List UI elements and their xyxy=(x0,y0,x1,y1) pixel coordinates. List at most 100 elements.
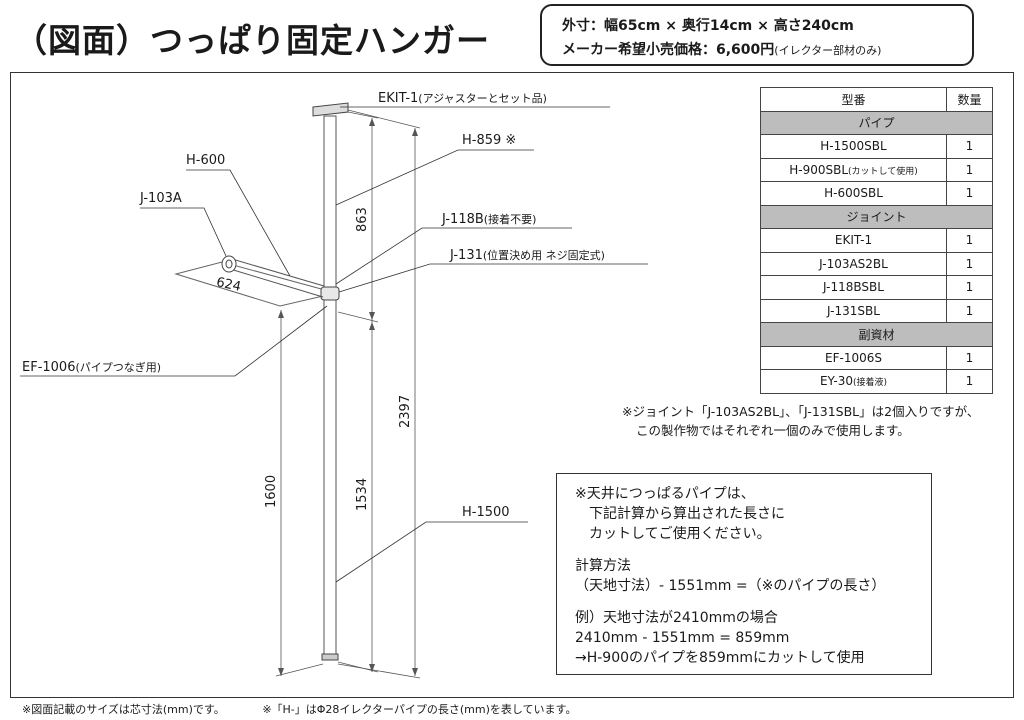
label-h859: H-859 ※ xyxy=(462,133,517,148)
arm-pipe-top xyxy=(231,258,325,287)
table-note-line2: この製作物ではそれぞれ一個のみで使用します。 xyxy=(636,423,910,438)
table-cell-qty: 1 xyxy=(946,345,993,370)
table-row: J-131SBL 1 xyxy=(760,298,993,323)
table-category: ジョイント xyxy=(760,204,993,229)
table-cell-qty: 1 xyxy=(946,298,993,323)
calc-line2: 下記計算から算出された長さに xyxy=(589,506,785,522)
table-cell-qty: 1 xyxy=(946,181,993,206)
leader-j103a xyxy=(140,207,227,257)
dim-2397: 2397 xyxy=(398,394,413,428)
model-text: J-118BSBL xyxy=(823,280,884,295)
table-category-row: 副資材 xyxy=(760,322,993,347)
calc-gap xyxy=(575,596,931,608)
table-cell-qty: 1 xyxy=(946,275,993,300)
leader-ef1006 xyxy=(20,305,328,377)
table-row: EY-30(接着液)1 xyxy=(760,369,993,394)
table-cell-qty: 1 xyxy=(946,157,993,182)
table-cell-model: EY-30(接着液) xyxy=(760,369,947,394)
label-ef1006: EF-1006(パイプつなぎ用) xyxy=(22,359,161,375)
table-cell-model: H-600SBL xyxy=(760,181,947,206)
dim863-ext-bot xyxy=(337,311,379,323)
table-cell-model: H-900SBL(カットして使用) xyxy=(760,157,947,182)
table-header-row: 型番 数量 xyxy=(760,87,993,112)
pipe-lower xyxy=(323,297,337,655)
table-cell-model: EF-1006S xyxy=(760,345,947,370)
table-cell-model: EKIT-1 xyxy=(760,228,947,253)
spec-price-note: (イレクター部材のみ) xyxy=(774,44,882,57)
table-cell-qty: 1 xyxy=(946,369,993,394)
label-ekit: EKIT-1(アジャスターとセット品) xyxy=(378,90,547,106)
table-row: EKIT-1 1 xyxy=(760,228,993,253)
model-text: EY-30 xyxy=(819,374,854,389)
spec-price-value: メーカー希望小売価格：6,600円 xyxy=(562,42,775,58)
table-cell-model: J-118BSBL xyxy=(760,275,947,300)
leader-h600 xyxy=(186,169,291,277)
table-cell-model: J-103AS2BL xyxy=(760,251,947,276)
label-j131: J-131(位置決め用 ネジ固定式) xyxy=(450,247,605,263)
calc-gap xyxy=(575,544,931,556)
table-category-row: ジョイント xyxy=(760,204,993,229)
table-row: J-118BSBL 1 xyxy=(760,275,993,300)
dim-863: 863 xyxy=(355,207,370,232)
table-row: EF-1006S 1 xyxy=(760,345,993,370)
calc-line3: カットしてご使用ください。 xyxy=(589,526,771,542)
dim-1600: 1600 xyxy=(264,474,279,508)
table-cell-qty: 1 xyxy=(946,228,993,253)
label-h1500: H-1500 xyxy=(462,505,510,520)
page-title: （図面）つっぱり固定ハンガー xyxy=(14,21,490,60)
footer-note2: ※「H-」はΦ28イレクターパイプの長さ(mm)を表しています。 xyxy=(262,703,577,716)
pipe-upper xyxy=(323,115,337,293)
model-text: J-103AS2BL xyxy=(819,256,888,271)
table-header-qty: 数量 xyxy=(946,87,993,112)
label-h600: H-600 xyxy=(186,153,226,168)
calc-line8: →H-900のパイプを859mmにカットして使用 xyxy=(575,650,865,666)
label-ekit-note: (アジャスターとセット品) xyxy=(418,92,547,105)
model-text: EKIT-1 xyxy=(834,233,873,248)
model-text: H-900SBL xyxy=(789,162,849,177)
model-text: EF-1006S xyxy=(825,350,882,365)
label-ef1006-note: (パイプつなぎ用) xyxy=(75,361,162,374)
model-note: (カットして使用) xyxy=(848,166,918,177)
dim1600-ext-bot xyxy=(275,663,324,677)
dim2397-ext-bot xyxy=(337,663,421,679)
label-j118b-note: (接着不要) xyxy=(483,213,537,226)
table-cell-qty: 1 xyxy=(946,251,993,276)
base-foot xyxy=(321,653,339,661)
leader-h1500 xyxy=(335,521,528,583)
table-row: H-600SBL 1 xyxy=(760,181,993,206)
spec-box: 外寸：幅65cm × 奥行14cm × 高さ240cm メーカー希望小売価格：6… xyxy=(540,4,974,66)
spec-size: 外寸：幅65cm × 奥行14cm × 高さ240cm xyxy=(562,18,854,34)
footer: ※図面記載のサイズは芯寸法(mm)です。 ※「H-」はΦ28イレクターパイプの長… xyxy=(22,701,610,717)
leader-j118b xyxy=(335,227,572,285)
calc-line1: ※天井につっぱるパイプは、 xyxy=(575,486,755,502)
table-row: H-900SBL(カットして使用)1 xyxy=(760,157,993,182)
calc-line7: 2410mm - 1551mm = 859mm xyxy=(575,630,790,646)
spec-price: メーカー希望小売価格：6,600円(イレクター部材のみ) xyxy=(562,38,972,63)
dim1534-ext-bot xyxy=(337,661,379,673)
label-j103a: J-103A xyxy=(140,191,182,206)
model-text: H-600SBL xyxy=(824,186,883,201)
table-category-row: パイプ xyxy=(760,110,993,135)
calc-line5: （天地寸法）- 1551mm =（※のパイプの長さ） xyxy=(575,578,886,594)
calc-box: ※天井につっぱるパイプは、 下記計算から算出された長さに カットしてご使用くださ… xyxy=(556,473,932,675)
dim2397-ext-top xyxy=(347,109,421,129)
label-j118b: J-118B(接着不要) xyxy=(442,211,536,227)
arm-pipe-bottom xyxy=(229,268,324,298)
label-ef1006-text: EF-1006 xyxy=(22,360,76,375)
model-text: J-131SBL xyxy=(827,303,880,318)
table-cell-model: J-131SBL xyxy=(760,298,947,323)
table-cell-model: H-1500SBL xyxy=(760,134,947,159)
table-category: 副資材 xyxy=(760,322,993,347)
leader-j131 xyxy=(338,263,648,293)
calc-line4: 計算方法 xyxy=(575,558,631,574)
label-j118b-text: J-118B xyxy=(442,212,484,227)
joint-j131 xyxy=(320,286,340,301)
model-note: (接着液) xyxy=(853,378,888,389)
table-cell-qty: 1 xyxy=(946,134,993,159)
table-category: パイプ xyxy=(760,110,993,135)
label-j131-text: J-131 xyxy=(450,248,483,263)
footer-note1: ※図面記載のサイズは芯寸法(mm)です。 xyxy=(22,703,225,716)
